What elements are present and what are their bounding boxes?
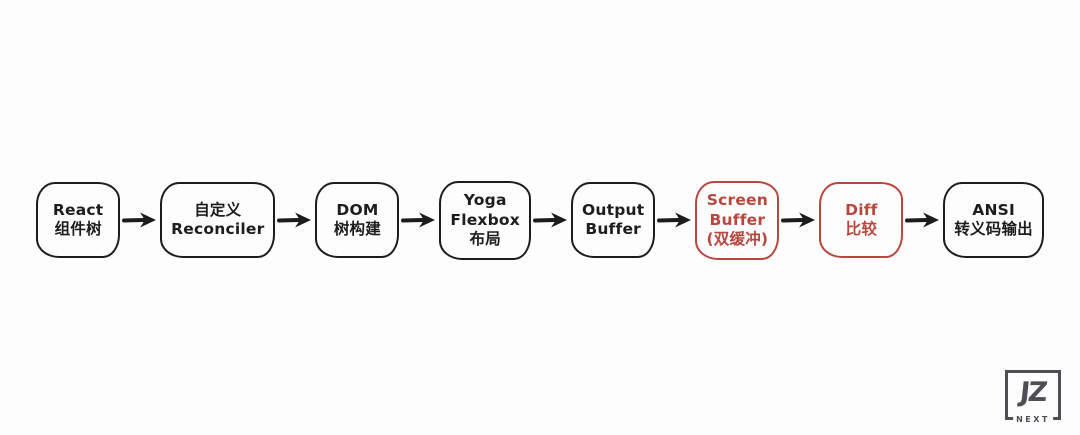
node-label: Diff: [845, 200, 878, 219]
node-dom-tree-build: DOM 树构建: [315, 182, 400, 259]
node-label: Buffer: [709, 210, 766, 229]
node-label: Screen: [706, 190, 768, 209]
node-label: DOM: [336, 200, 379, 219]
node-label: 转义码输出: [954, 220, 1033, 239]
node-label: (双缓冲): [706, 230, 769, 249]
node-label: Reconciler: [171, 220, 265, 239]
node-label: Yoga: [463, 190, 507, 209]
node-yoga-flexbox-layout: Yoga Flexbox 布局: [439, 180, 531, 261]
flow-arrow-icon: [401, 210, 437, 230]
node-label: 自定义: [194, 200, 242, 219]
jz-next-logo: JZ NEXT: [1005, 370, 1061, 424]
flow-arrow-icon: [781, 210, 817, 230]
node-output-buffer: Output Buffer: [570, 182, 656, 259]
flow-arrow-icon: [532, 210, 569, 230]
node-label: 比较: [845, 220, 878, 239]
flow-arrow-icon: [657, 210, 693, 230]
node-react-component-tree: React 组件树: [36, 182, 121, 259]
node-screen-buffer: Screen Buffer (双缓冲): [695, 180, 780, 261]
flow-arrow-icon: [905, 210, 941, 230]
logo-caption: NEXT: [1013, 415, 1053, 424]
pipeline-flow: React 组件树 自定义 Reconciler DOM 树构建: [36, 180, 1044, 261]
node-label: Output: [581, 200, 645, 219]
node-label: 组件树: [54, 220, 102, 239]
node-diff-compare: Diff 比较: [819, 182, 904, 259]
node-label: ANSI: [972, 200, 1015, 219]
node-label: Flexbox: [450, 210, 520, 229]
node-ansi-escape-output: ANSI 转义码输出: [943, 182, 1044, 259]
node-label: Buffer: [585, 220, 642, 239]
node-label: 布局: [469, 230, 501, 249]
node-label: 树构建: [333, 220, 381, 239]
logo-monogram: JZ: [1018, 376, 1048, 408]
flow-arrow-icon: [277, 210, 313, 230]
flow-arrow-icon: [122, 210, 158, 230]
node-label: React: [52, 200, 104, 219]
node-custom-reconciler: 自定义 Reconciler: [160, 182, 276, 259]
